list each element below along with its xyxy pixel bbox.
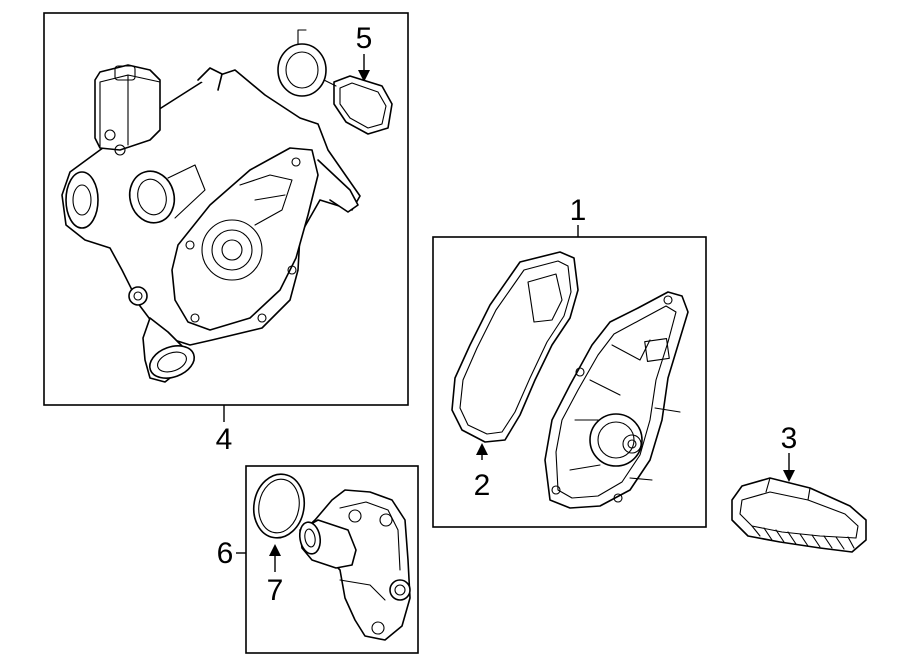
arrow-7: [269, 544, 281, 556]
gasket-part-5[interactable]: [277, 29, 393, 135]
thermostat-housing-part[interactable]: [61, 64, 361, 384]
group-4-frame: [43, 12, 409, 406]
water-pump-part[interactable]: [544, 291, 689, 509]
pump-gasket-part-2[interactable]: [451, 251, 579, 443]
group-6-frame: [245, 465, 419, 654]
callout-7[interactable]: 7: [267, 574, 284, 607]
callout-6[interactable]: 6: [217, 537, 234, 570]
callout-3[interactable]: 3: [781, 422, 798, 455]
callout-5[interactable]: 5: [356, 22, 373, 55]
arrow-2: [476, 443, 488, 455]
o-ring-part-7[interactable]: [249, 470, 309, 542]
callout-2[interactable]: 2: [474, 469, 491, 502]
group-1-water-pump: 1 2: [432, 194, 707, 528]
callout-4[interactable]: 4: [216, 423, 233, 456]
group-1-frame: [432, 236, 707, 528]
group-4-thermostat-housing: 4: [43, 12, 409, 456]
arrow-5: [358, 70, 370, 82]
arrow-3: [783, 470, 795, 482]
callout-1[interactable]: 1: [570, 194, 587, 227]
group-6-coolant-flange: 6 7: [217, 465, 419, 654]
coolant-flange-part[interactable]: [297, 489, 411, 641]
item-3-drive-belt: 3: [731, 422, 867, 553]
drive-belt-part[interactable]: [731, 477, 867, 553]
